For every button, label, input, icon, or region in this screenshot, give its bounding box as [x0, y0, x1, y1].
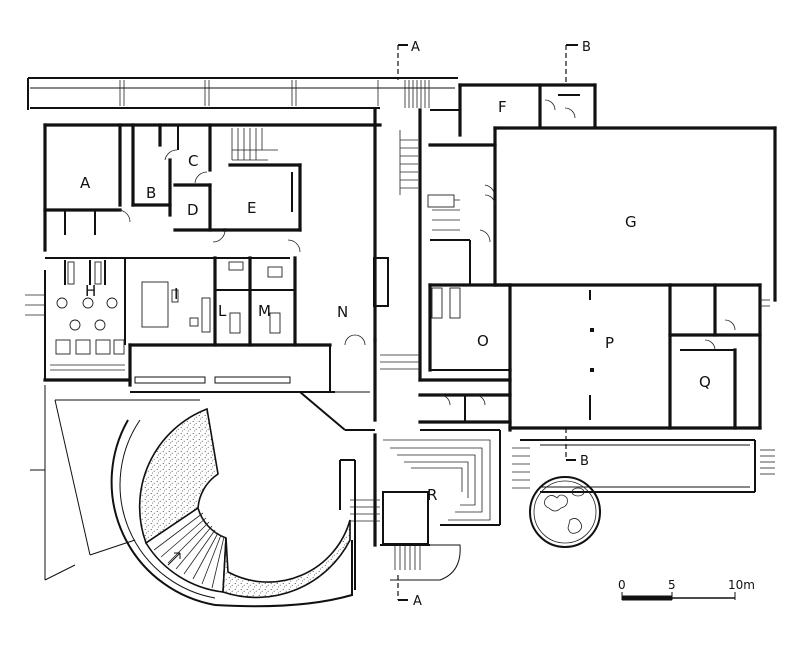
room-label-e: E	[247, 199, 256, 217]
room-label-m: M	[258, 302, 271, 320]
curved-auditorium	[110, 407, 356, 608]
hall-g	[484, 126, 777, 302]
dining-tables	[55, 297, 125, 355]
room-a	[43, 123, 122, 235]
room-f	[458, 83, 597, 127]
hall-p	[508, 283, 762, 430]
room-label-p: P	[605, 334, 614, 352]
room-label-f: F	[498, 98, 507, 116]
lobby-diagonal	[299, 391, 375, 431]
lower-services	[418, 368, 512, 432]
room-label-r: R	[427, 486, 437, 504]
east-terrace	[512, 439, 775, 493]
central-hall	[344, 108, 422, 422]
rooms-b-c-d-e	[131, 123, 302, 232]
scale-tick-10: 10m	[728, 578, 755, 592]
top-portico	[27, 77, 458, 110]
room-h	[25, 260, 125, 371]
scale-bar: 0 5 10m	[618, 578, 755, 601]
room-label-i: I	[174, 285, 178, 303]
room-label-l: L	[218, 302, 227, 320]
scale-tick-5: 5	[668, 578, 676, 592]
southwest-garden	[30, 385, 200, 581]
section-b-top-label: B	[582, 40, 591, 55]
room-label-b: B	[146, 184, 156, 202]
room-q	[668, 283, 770, 430]
room-label-a: A	[80, 174, 91, 192]
room-labels: A B C D E F G H I L M N O P Q R	[80, 98, 711, 504]
circular-garden	[529, 476, 601, 548]
section-line-b: B B	[565, 40, 591, 469]
room-label-h: H	[85, 282, 96, 300]
room-label-o: O	[477, 332, 489, 350]
room-label-d: D	[187, 201, 199, 219]
room-label-q: Q	[699, 373, 711, 391]
section-line-a: A A	[397, 40, 422, 609]
section-a-bottom-label: A	[413, 594, 422, 609]
room-label-n: N	[337, 303, 348, 321]
section-a-top-label: A	[411, 40, 420, 55]
room-label-g: G	[625, 213, 637, 231]
south-stairs	[350, 429, 501, 581]
section-b-bottom-label: B	[580, 454, 589, 469]
offices-i-l-m	[141, 256, 297, 347]
scale-tick-0: 0	[618, 578, 626, 592]
room-label-c: C	[188, 152, 198, 170]
